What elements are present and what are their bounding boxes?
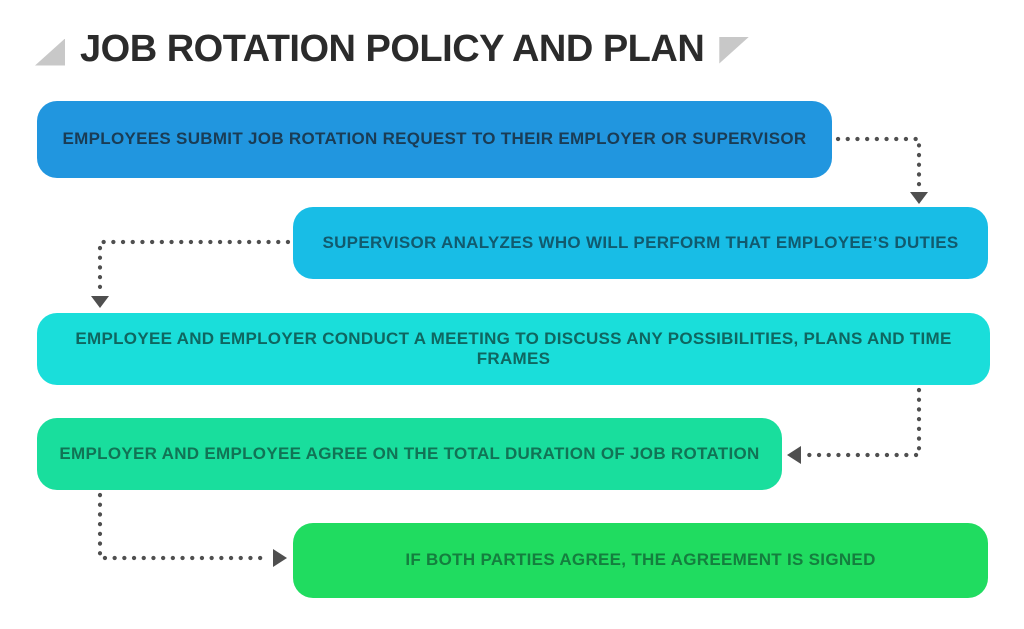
arrow-right-icon [273,549,287,567]
dotted-connector-3 [802,387,922,458]
step-label: EMPLOYEES SUBMIT JOB ROTATION REQUEST TO… [62,129,807,149]
step-label: EMPLOYER AND EMPLOYEE AGREE ON THE TOTAL… [59,443,760,463]
triangle-right-icon [719,36,750,64]
triangle-left-icon [35,38,65,66]
step-label: EMPLOYEE AND EMPLOYER CONDUCT A MEETING … [75,328,952,368]
step-box-conduct-meeting: EMPLOYEE AND EMPLOYER CONDUCT A MEETING … [37,313,990,385]
step-box-agree-duration: EMPLOYER AND EMPLOYEE AGREE ON THE TOTAL… [37,418,782,490]
step-box-submit-request: EMPLOYEES SUBMIT JOB ROTATION REQUEST TO… [37,101,832,178]
step-box-supervisor-analyzes: SUPERVISOR ANALYZES WHO WILL PERFORM THA… [293,207,988,279]
page-title-row: JOB ROTATION POLICY AND PLAN [35,26,750,70]
dotted-connector-4 [97,492,272,561]
arrow-down-icon [91,296,109,308]
page-title: JOB ROTATION POLICY AND PLAN [80,28,705,70]
arrow-left-icon [787,446,801,464]
step-box-agreement-signed: IF BOTH PARTIES AGREE, THE AGREEMENT IS … [293,523,988,598]
step-label: SUPERVISOR ANALYZES WHO WILL PERFORM THA… [322,232,959,252]
dotted-connector-1 [835,136,922,191]
dotted-connector-2 [97,239,291,295]
step-label: IF BOTH PARTIES AGREE, THE AGREEMENT IS … [405,550,876,570]
arrow-down-icon [910,192,928,204]
